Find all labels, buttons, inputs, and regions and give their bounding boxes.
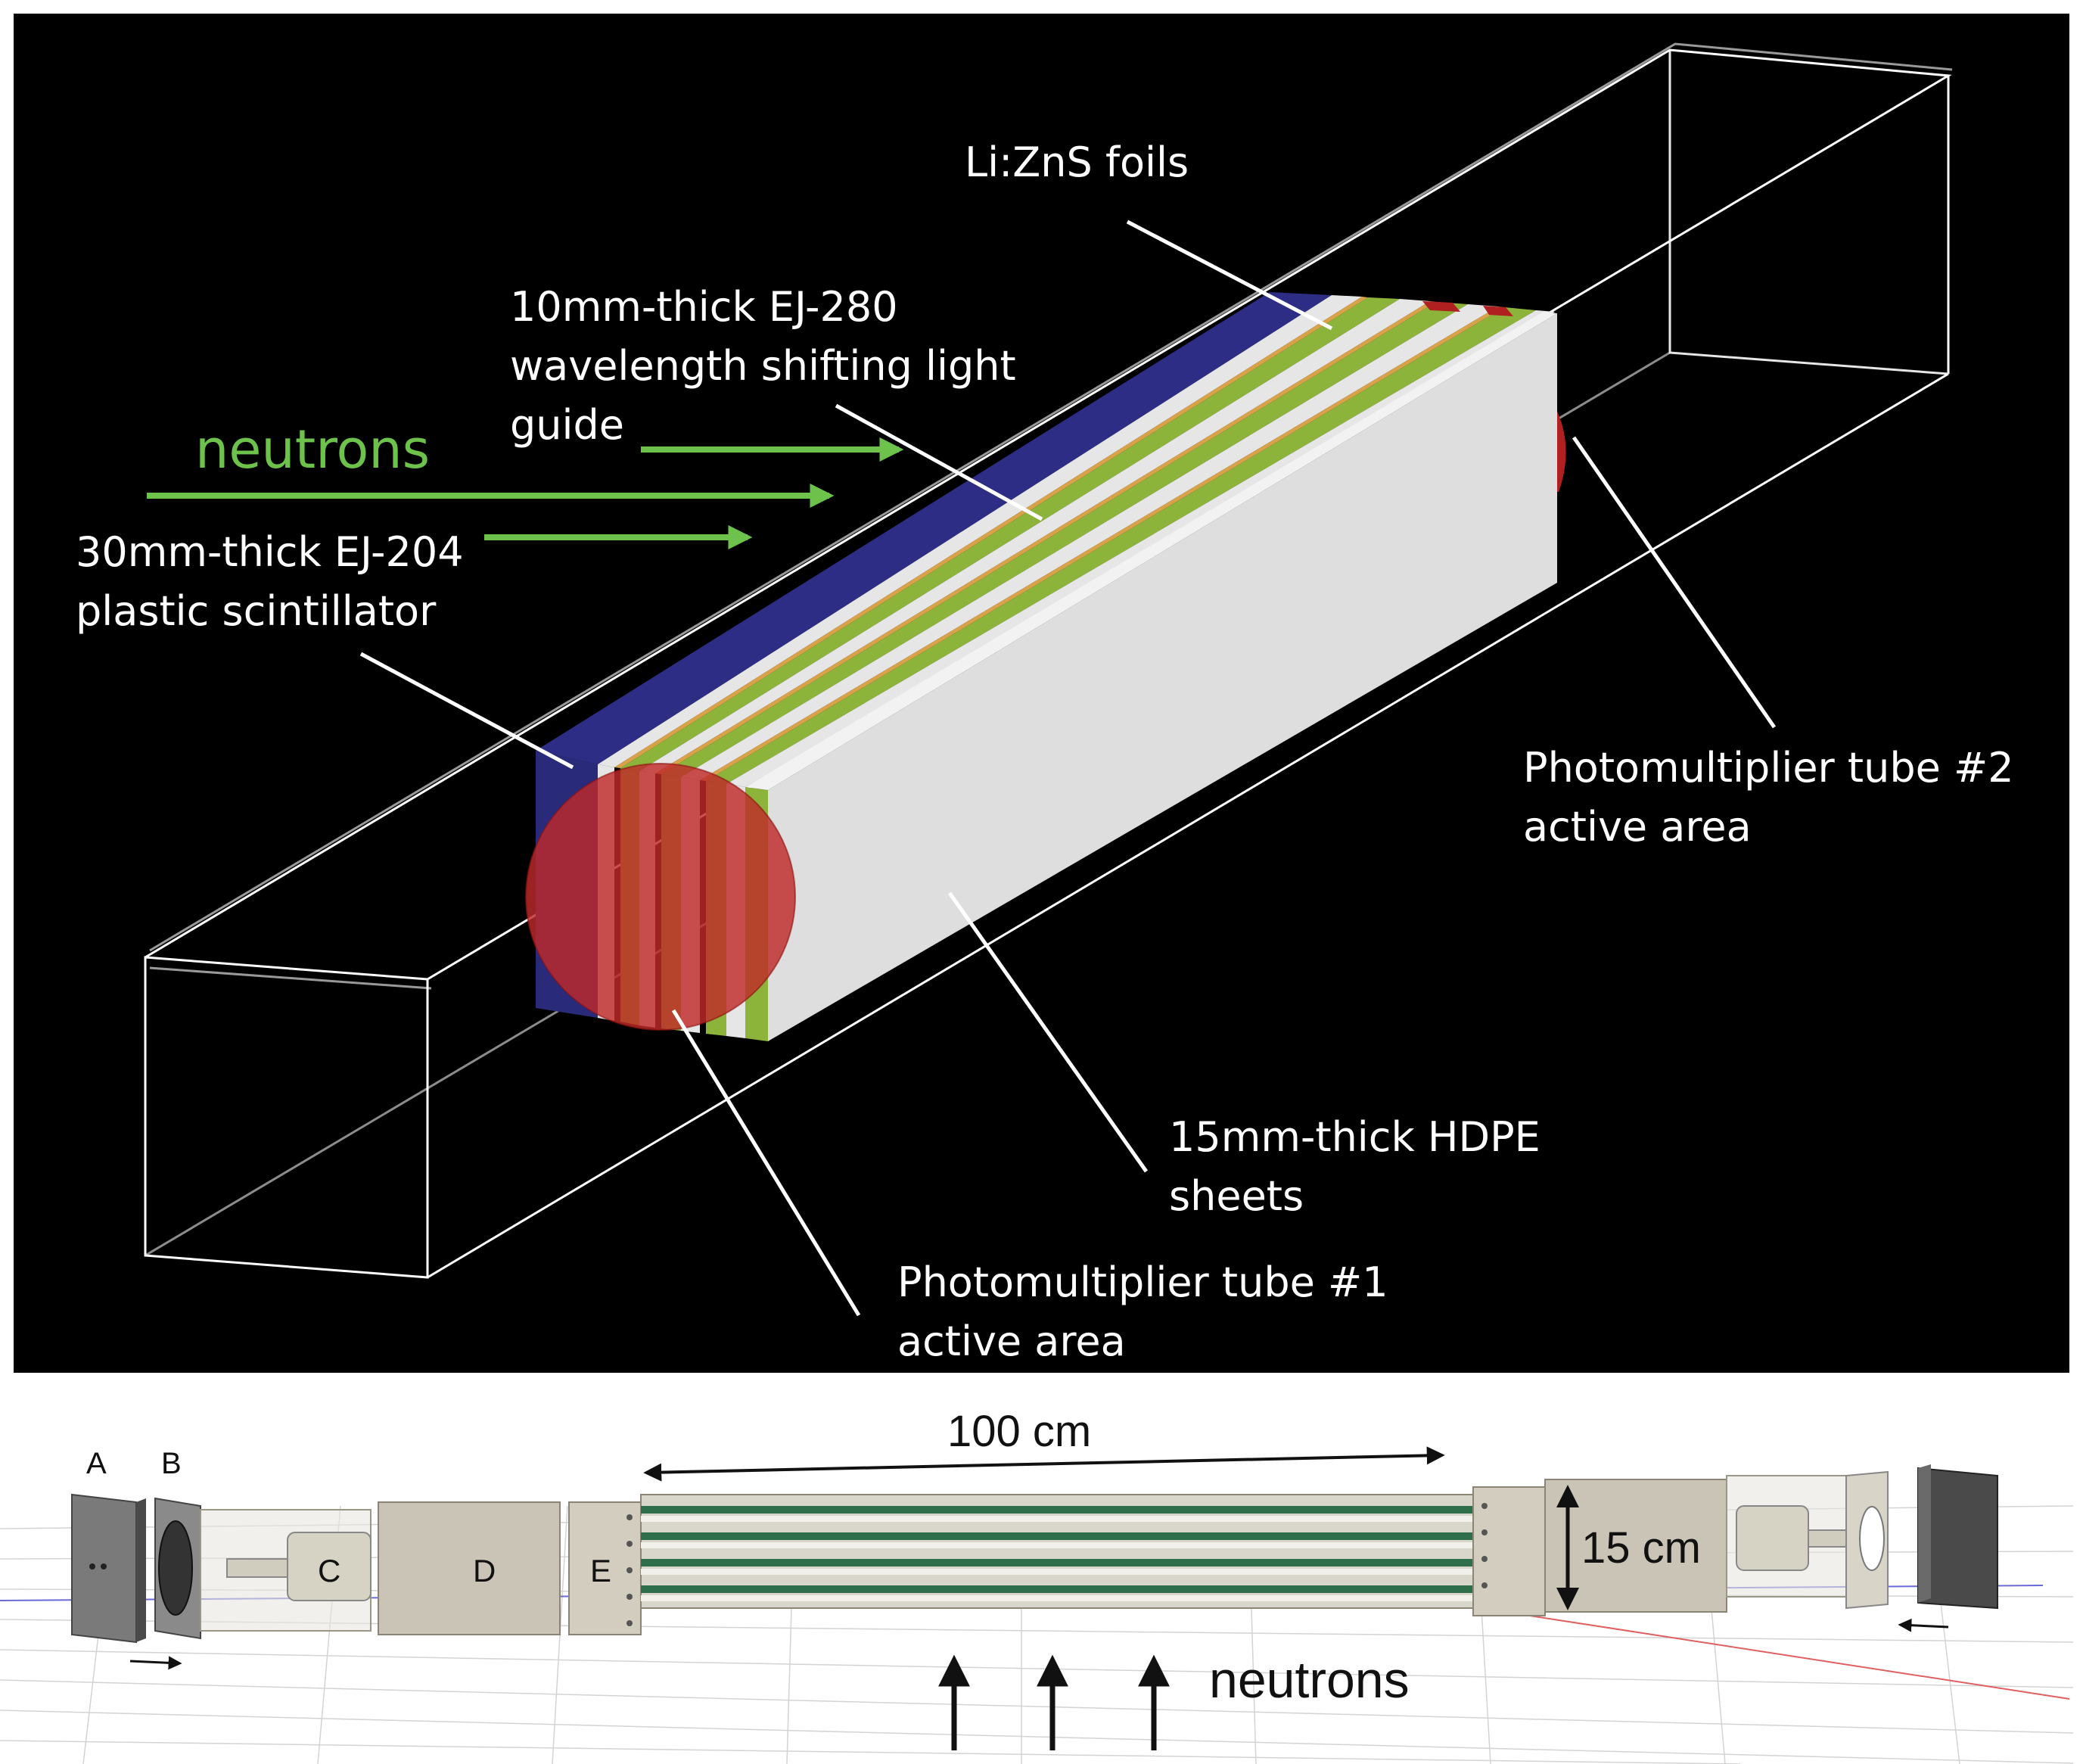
leader-lines	[359, 219, 1777, 1317]
label-e: E	[590, 1553, 611, 1588]
label-pmt1-line2: active area	[897, 1318, 1126, 1365]
central-highlights	[641, 1516, 1473, 1601]
label-ej204-line1: 30mm-thick EJ-204	[76, 528, 464, 576]
pmt1-highlight	[525, 763, 796, 1031]
end-plate-right-hole	[1859, 1506, 1885, 1571]
block-right-holes	[1481, 1503, 1488, 1588]
arrow-left-cap	[129, 1656, 182, 1670]
label-pmt1-line1: Photomultiplier tube #1	[897, 1258, 1388, 1306]
gap-top-2	[639, 299, 1430, 773]
block-e-holes	[626, 1514, 633, 1626]
label-ej280-line1: 10mm-thick EJ-280	[510, 283, 898, 331]
label-a: A	[86, 1447, 107, 1480]
foil-top-3	[700, 306, 1504, 781]
leader-pmt1	[671, 1009, 861, 1317]
label-hdpe-line1: 15mm-thick HDPE	[1169, 1113, 1540, 1161]
far-end-red-2	[1483, 306, 1513, 316]
top-panel: Li:ZnS foils 10mm-thick EJ-280 wavelengt…	[14, 14, 2069, 1373]
pmt-body-c	[287, 1532, 372, 1601]
label-ej204-line2: plastic scintillator	[76, 587, 437, 635]
label-pmt2-line2: active area	[1523, 803, 1752, 851]
foil-top-1	[614, 297, 1368, 768]
leader-pmt2	[1572, 436, 1777, 729]
label-c: C	[318, 1553, 340, 1588]
top-labels: Li:ZnS foils 10mm-thick EJ-280 wavelengt…	[76, 138, 2014, 1365]
label-ej280-line3: guide	[510, 401, 624, 449]
guide-top-3	[706, 307, 1536, 784]
central-stripes	[641, 1506, 1473, 1593]
detector-assembly	[525, 292, 1566, 1041]
dimension-length-arrow	[643, 1446, 1445, 1482]
label-neutrons-top: neutrons	[195, 418, 430, 481]
guide-top-2	[661, 302, 1468, 777]
end-cap-a-hole-1	[89, 1563, 95, 1570]
label-height: 15 cm	[1581, 1523, 1701, 1573]
label-hdpe-line2: sheets	[1169, 1172, 1304, 1220]
label-b: B	[161, 1447, 182, 1480]
foil-top-2	[655, 301, 1436, 774]
end-cap-right-face	[1918, 1464, 1931, 1603]
end-cap-a-hole-2	[101, 1563, 107, 1570]
leader-ej280	[835, 403, 1043, 521]
label-neutrons-bottom: neutrons	[1209, 1651, 1410, 1709]
end-cap-a-side	[136, 1498, 146, 1642]
leader-hdpe	[947, 891, 1149, 1173]
leader-lizns	[1126, 219, 1333, 331]
leader-ej204	[359, 652, 574, 770]
far-end-red-1	[1422, 301, 1460, 312]
hdpe-face	[768, 313, 1557, 1041]
hdpe-top-edge	[745, 312, 1557, 790]
bottom-panel: A B C D E 100 cm 15 cm neutrons	[0, 1407, 2074, 1764]
housing-d	[378, 1501, 561, 1635]
guide-top-1	[620, 297, 1400, 771]
pmt1-disk	[526, 764, 795, 1030]
label-lizns: Li:ZnS foils	[965, 138, 1189, 186]
bottom-labels: A B C D E 100 cm 15 cm neutrons	[86, 1407, 1701, 1709]
gap-top-1	[598, 295, 1362, 767]
scintillator-top	[536, 292, 1332, 764]
end-cap-b-lens	[158, 1520, 193, 1616]
neutron-arrows-top	[147, 437, 904, 549]
label-length: 100 cm	[947, 1407, 1091, 1456]
label-pmt2-line1: Photomultiplier tube #2	[1523, 744, 2014, 792]
neutron-arrows-bottom	[938, 1654, 1170, 1750]
gap-top-3	[681, 304, 1498, 780]
arrow-right-cap	[1898, 1618, 1949, 1632]
label-d: D	[473, 1553, 496, 1588]
label-ej280-line2: wavelength shifting light	[510, 342, 1016, 390]
pmt-body-right	[1736, 1505, 1809, 1571]
